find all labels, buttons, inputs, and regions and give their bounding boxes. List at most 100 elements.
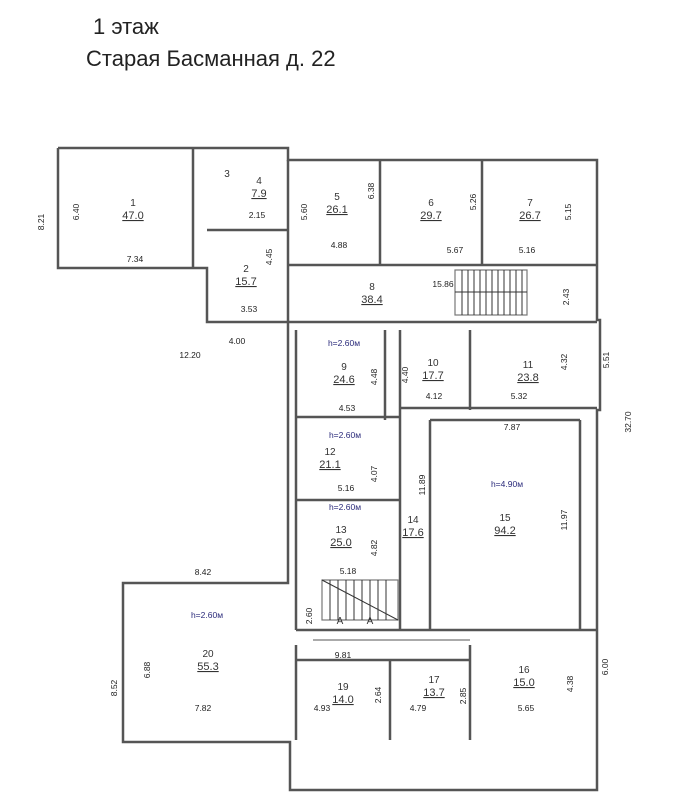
dimension: 4.88 <box>331 240 348 250</box>
dimension: 5.60 <box>299 203 309 220</box>
dimension: 15.86 <box>432 279 454 289</box>
room-area: 15.7 <box>235 276 256 288</box>
dimension: 2.64 <box>373 686 383 703</box>
room-number: 12 <box>324 447 336 458</box>
room-number: 6 <box>428 198 434 209</box>
dimension: 4.48 <box>369 368 379 385</box>
dimension: 4.32 <box>559 353 569 370</box>
height-label: h=2.60м <box>329 502 361 512</box>
room-number: 4 <box>256 176 262 187</box>
height-label: h=2.60м <box>329 430 361 440</box>
letter-marks: A A <box>337 616 374 627</box>
dimension: 4.79 <box>410 703 427 713</box>
room-area: 7.9 <box>251 188 266 200</box>
room-number: 17 <box>428 675 440 686</box>
room-area: 17.7 <box>422 370 443 382</box>
room-number: 13 <box>335 525 347 536</box>
dimension: 5.51 <box>601 351 611 368</box>
room-number: 8 <box>369 282 375 293</box>
dimension: 4.53 <box>339 403 356 413</box>
floor-label: 1 этаж <box>93 14 159 39</box>
dimension: 4.40 <box>400 366 410 383</box>
dimension: 6.40 <box>71 203 81 220</box>
dimension: 7.82 <box>195 703 212 713</box>
height-label: h=2.60м <box>328 338 360 348</box>
room-area: 38.4 <box>361 294 382 306</box>
address-label: Старая Басманная д. 22 <box>86 46 336 71</box>
outer-walls <box>56 146 602 792</box>
dimension: 5.18 <box>340 566 357 576</box>
dimension: 5.65 <box>518 703 535 713</box>
dimension: 5.15 <box>563 203 573 220</box>
dimension: 2.85 <box>458 687 468 704</box>
room-area: 94.2 <box>494 525 515 537</box>
ceiling-heights: h=2.60м h=2.60м h=2.60м h=4.90м h=2.60м <box>191 338 523 620</box>
dimension: 11.97 <box>559 509 569 530</box>
dimension: 4.07 <box>369 465 379 482</box>
dimension: 5.67 <box>447 245 464 255</box>
staircase-bottom <box>321 579 399 621</box>
dimension-labels: 8.21 6.40 7.34 2.15 4.45 3.53 5.60 6.38 … <box>36 182 633 713</box>
dimension: 12.20 <box>179 350 201 360</box>
dimension: 3.53 <box>241 304 258 314</box>
dimension: 5.16 <box>338 483 355 493</box>
room-area: 26.1 <box>326 204 347 216</box>
room-labels: 1 47.0 2 15.7 3 4 7.9 5 26.1 6 29.7 7 26… <box>122 169 540 706</box>
letter-mark: A <box>367 616 374 627</box>
dimension: 5.16 <box>519 245 536 255</box>
dimension: 6.00 <box>600 658 610 675</box>
room-area: 25.0 <box>330 537 351 549</box>
dimension: 4.12 <box>426 391 443 401</box>
room-number: 19 <box>337 682 349 693</box>
dimension: 4.93 <box>314 703 331 713</box>
dimension: 32.70 <box>623 411 633 433</box>
staircase-top <box>454 269 528 316</box>
dimension: 5.32 <box>511 391 528 401</box>
room-area: 55.3 <box>197 661 218 673</box>
dimension: 4.38 <box>565 675 575 692</box>
dimension: 2.15 <box>249 210 266 220</box>
room-area: 13.7 <box>423 687 444 699</box>
room-number: 9 <box>341 362 347 373</box>
room-number: 20 <box>202 649 214 660</box>
dimension: 4.00 <box>229 336 246 346</box>
dimension: 2.60 <box>304 607 314 624</box>
room-number: 10 <box>427 358 439 369</box>
room-number: 5 <box>334 192 340 203</box>
dimension: 11.89 <box>417 474 427 495</box>
height-label: h=2.60м <box>191 610 223 620</box>
dimension: 8.42 <box>195 567 212 577</box>
dimension: 4.45 <box>264 248 274 265</box>
dimension: 7.34 <box>127 254 144 264</box>
room-number: 1 <box>130 198 136 209</box>
room-area: 47.0 <box>122 210 143 222</box>
dimension: 6.88 <box>142 661 152 678</box>
room-area: 26.7 <box>519 210 540 222</box>
room-number: 3 <box>224 169 230 180</box>
dimension: 6.38 <box>366 182 376 199</box>
dimension: 5.26 <box>468 193 478 210</box>
room-number: 7 <box>527 198 533 209</box>
room-number: 11 <box>523 360 534 371</box>
height-label: h=4.90м <box>491 479 523 489</box>
dimension: 8.21 <box>36 213 46 230</box>
room-number: 16 <box>518 665 530 676</box>
room-area: 24.6 <box>333 374 354 386</box>
interior-walls <box>191 148 597 740</box>
room-area: 17.6 <box>402 527 423 539</box>
dimension: 2.43 <box>561 288 571 305</box>
room-area: 14.0 <box>332 694 353 706</box>
room-number: 15 <box>499 513 511 524</box>
room-area: 29.7 <box>420 210 441 222</box>
dimension: 8.52 <box>109 679 119 696</box>
plan-header: 1 этаж Старая Басманная д. 22 <box>0 0 700 90</box>
letter-mark: A <box>337 616 344 627</box>
room-area: 15.0 <box>513 677 534 689</box>
room-number: 2 <box>243 264 249 275</box>
dimension: 4.82 <box>369 539 379 556</box>
room-area: 21.1 <box>319 459 340 471</box>
dimension: 9.81 <box>335 650 352 660</box>
room-number: 14 <box>407 515 419 526</box>
room-area: 23.8 <box>517 372 538 384</box>
